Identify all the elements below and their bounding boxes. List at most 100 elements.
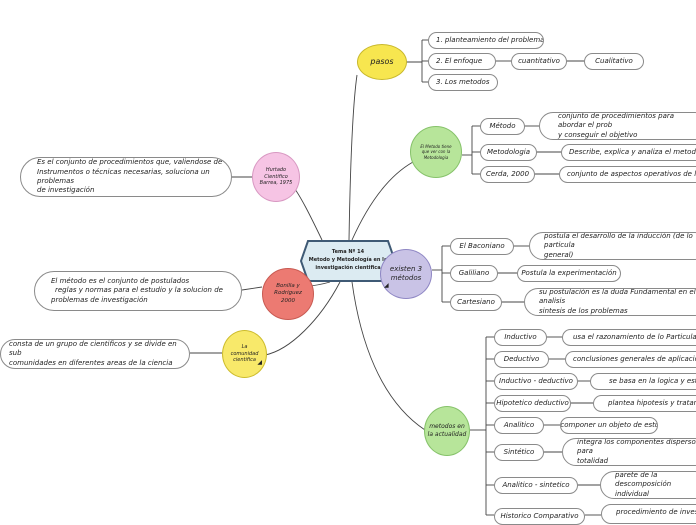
bonilla-title-line-1: Bonilla y [276, 282, 300, 289]
bonilla-title-line-3: 2000 [281, 297, 295, 304]
bonilla-title-line-2: Rodriguez [274, 290, 302, 297]
actualidad-row-8-label-text: Historico Comparativo [500, 511, 579, 520]
existen-row-3-label-text: Cartesiano [457, 297, 495, 306]
actualidad-row-1-label[interactable]: Inductivo [494, 329, 547, 346]
existen-row-2-desc[interactable]: Postula la experimentación [517, 265, 621, 282]
central-topic[interactable]: Tema Nº 14 Metodo y Metodología en la in… [300, 240, 396, 282]
expand-arrow-icon: ◢ [257, 358, 262, 366]
actualidad-row-5-desc[interactable]: descomponer un objeto de estudio [560, 417, 658, 434]
central-line-1: Tema Nº 14 [331, 249, 365, 256]
existen-row-2-label[interactable]: Galiliano [450, 265, 498, 282]
existen-row-3-desc-line-2: sintesis de los problemas [539, 306, 628, 315]
actualidad-row-3-label-text: Inductivo - deductivo [499, 376, 573, 385]
existen-row-2-desc-line-1: Postula la experimentación [521, 268, 617, 277]
pasos-item-2[interactable]: 2. El enfoque [428, 53, 496, 70]
metodo-row-3-desc[interactable]: conjunto de aspectos operativos de la in… [559, 166, 696, 183]
metodo-row-1-label[interactable]: Método [480, 118, 525, 135]
topic-comunidad[interactable]: La comunidad cientifica ◢ [222, 330, 267, 378]
actualidad-row-5-desc-line-1: descomponer un objeto de estudio [560, 420, 657, 429]
actualidad-row-5-label[interactable]: Analitico [494, 417, 544, 434]
hurtado-title-line-3: Barrea, 1975 [259, 180, 293, 187]
actualidad-row-3-label[interactable]: Inductivo - deductivo [494, 373, 578, 390]
comunidad-desc-line-2: comunidades en diferentes areas de la ci… [9, 358, 173, 367]
metodo-row-2-desc[interactable]: Describe, explica y analiza el metodo de… [561, 144, 696, 161]
hurtado-desc[interactable]: Es el conjunto de procedimientos que, va… [20, 157, 232, 197]
actualidad-row-4-desc-line-1: plantea hipotesis y tratamos d [608, 398, 696, 407]
actualidad-row-6-desc[interactable]: integra los componentes dispersos para t… [562, 438, 696, 466]
actualidad-row-5-label-text: Analitico [503, 420, 535, 429]
existen-row-1-desc-line-2: general) [544, 250, 574, 259]
actualidad-row-2-desc-line-1: conclusiones generales de aplicación uni… [573, 354, 696, 363]
actualidad-row-2-label-text: Deductivo [503, 354, 540, 363]
actualidad-title-line-2: la actualidad [427, 431, 467, 438]
hurtado-desc-line-1: Es el conjunto de procedimientos que, va… [37, 158, 223, 167]
actualidad-row-4-desc[interactable]: plantea hipotesis y tratamos d [593, 395, 696, 412]
actualidad-row-6-desc-line-2: totalidad [577, 456, 609, 465]
metodo-title-line-3: Metodologia [423, 154, 449, 160]
enfoque-cuantitativo[interactable]: cuantitativo [511, 53, 567, 70]
pasos-item-2-label: 2. El enfoque [436, 56, 483, 65]
pasos-item-1[interactable]: 1. planteamiento del problemas [428, 32, 544, 49]
enfoque-cualitativo-label: Cualitativo [595, 56, 633, 65]
actualidad-title-line-1: metodos en [429, 422, 465, 430]
metodo-row-2-desc-line-1: Describe, explica y analiza el metodo de… [569, 147, 696, 156]
pasos-item-1-label: 1. planteamiento del problemas [436, 35, 544, 44]
metodo-row-1-desc[interactable]: conjunto de procedimientos para abordar … [539, 112, 696, 140]
actualidad-row-2-label[interactable]: Deductivo [494, 351, 549, 368]
hurtado-desc-line-2: Instrumentos o técnicas necesarias, solu… [37, 167, 210, 185]
existen-row-1-desc-line-1: postula el desarrollo de la inducción (d… [544, 232, 693, 250]
actualidad-row-3-desc[interactable]: se basa en la logica y estudi [590, 373, 696, 390]
actualidad-row-6-label-text: Sintético [503, 447, 535, 456]
actualidad-row-4-label[interactable]: Hipotetico deductivo [494, 395, 571, 412]
existen-row-3-label[interactable]: Cartesiano [450, 294, 502, 311]
hurtado-desc-line-3: de investigación [37, 186, 95, 195]
metodo-row-1-label-text: Método [489, 121, 516, 130]
metodo-row-3-desc-line-1: conjunto de aspectos operativos de la in… [567, 169, 696, 178]
topic-bonilla[interactable]: Bonilla y Rodriguez 2000 [262, 268, 314, 320]
metodo-row-1-desc-line-2: y conseguir el objetivo [558, 130, 638, 139]
actualidad-row-6-desc-line-1: integra los componentes dispersos para [577, 438, 696, 456]
existen-title-line-2: métodos [390, 274, 422, 282]
comunidad-desc-line-1: consta de un grupo de cientificos y se d… [9, 339, 177, 358]
actualidad-row-2-desc[interactable]: conclusiones generales de aplicación uni… [565, 351, 696, 368]
comunidad-title-line-2: comunidad [230, 350, 259, 357]
comunidad-title-line-1: La [241, 343, 248, 350]
actualidad-row-7-desc[interactable]: parete de la descomposición individual [600, 471, 696, 499]
existen-row-1-label[interactable]: El Baconiano [450, 238, 514, 255]
actualidad-row-7-label[interactable]: Analitico - sintetico [494, 477, 578, 494]
metodo-title-line-1: El Metodo tiene [420, 143, 452, 149]
metodo-row-2-label-text: Metodologia [487, 147, 531, 156]
actualidad-row-6-label[interactable]: Sintético [494, 444, 544, 461]
bonilla-desc-line-3: problemas de investigación [51, 295, 148, 304]
central-line-2: Metodo y Metodología en la [308, 257, 388, 264]
pasos-item-3[interactable]: 3. Los metodos [428, 74, 498, 91]
existen-row-3-desc[interactable]: su postulación es la duda Fundamental en… [524, 288, 696, 316]
comunidad-desc[interactable]: consta de un grupo de cientificos y se d… [0, 339, 190, 369]
expand-arrow-icon: ◢ [384, 281, 389, 289]
enfoque-cualitativo[interactable]: Cualitativo [584, 53, 644, 70]
central-line-3: investigación cientifica [315, 264, 381, 271]
actualidad-row-8-desc[interactable]: procedimiento de investiga [601, 504, 696, 524]
bonilla-desc-line-1: El método es el conjunto de postulados [51, 276, 190, 285]
pasos-item-3-label: 3. Los metodos [436, 77, 490, 86]
bonilla-desc-line-2: reglas y normas para el estudio y la sol… [55, 286, 223, 295]
topic-hurtado[interactable]: Hurtado Cientifico Barrea, 1975 [252, 152, 300, 202]
metodo-row-3-label[interactable]: Cerda, 2000 [480, 166, 535, 183]
actualidad-row-3-desc-line-1: se basa en la logica y estudi [609, 376, 696, 385]
actualidad-row-4-label-text: Hipotetico deductivo [496, 398, 569, 407]
topic-metodos-actualidad[interactable]: metodos en la actualidad [424, 406, 470, 456]
topic-existen-metodos[interactable]: existen 3 métodos ◢ [380, 249, 432, 299]
actualidad-row-7-desc-line-2: individual [615, 489, 649, 498]
existen-row-1-desc[interactable]: postula el desarrollo de la inducción (d… [529, 232, 696, 260]
existen-row-1-label-text: El Baconiano [459, 241, 505, 250]
existen-row-3-desc-line-1: su postulación es la duda Fundamental en… [539, 288, 696, 306]
comunidad-title-line-3: cientifica [233, 357, 256, 364]
actualidad-row-8-desc-line-1: procedimiento de investiga [616, 508, 696, 516]
topic-metodo-metodologia[interactable]: El Metodo tiene que ver con la Metodolog… [410, 126, 462, 178]
actualidad-row-1-desc[interactable]: usa el razonamiento de lo Particular a l… [562, 329, 696, 346]
topic-pasos[interactable]: pasos [357, 44, 407, 80]
metodo-row-2-label[interactable]: Metodologia [480, 144, 537, 161]
bonilla-desc[interactable]: El método es el conjunto de postulados r… [34, 271, 242, 311]
actualidad-row-8-label[interactable]: Historico Comparativo [494, 508, 585, 525]
